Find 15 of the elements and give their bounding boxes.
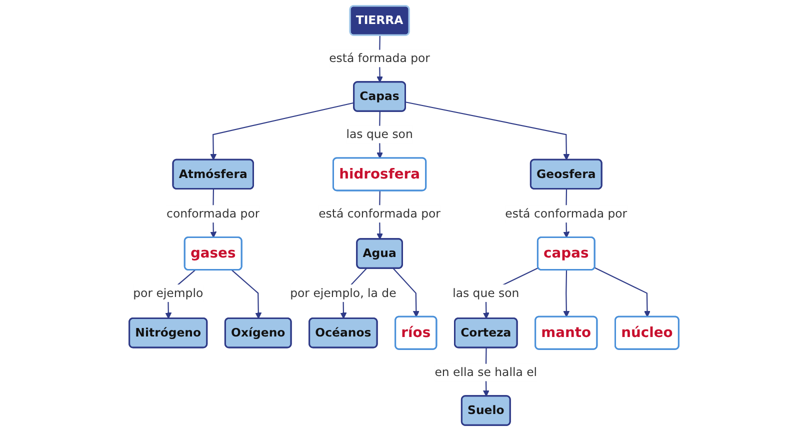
arrow bbox=[594, 267, 650, 318]
edge-label: está formada por bbox=[329, 51, 430, 66]
arrow bbox=[406, 102, 570, 160]
edge-label: por ejemplo, la de bbox=[290, 286, 396, 300]
edge-label: conformada por bbox=[166, 206, 260, 220]
edge-label: por ejemplo bbox=[133, 286, 204, 300]
edge-label: está conformada por bbox=[318, 206, 440, 220]
arrow bbox=[232, 270, 262, 319]
edge-label: en ella se halla el bbox=[434, 365, 538, 380]
edge-label: las que son bbox=[452, 286, 520, 300]
edge-label: está conformada por bbox=[505, 206, 628, 220]
arrow bbox=[392, 268, 420, 318]
arrow bbox=[210, 102, 354, 160]
edge-label: las que son bbox=[346, 127, 413, 142]
arrow bbox=[563, 270, 570, 318]
